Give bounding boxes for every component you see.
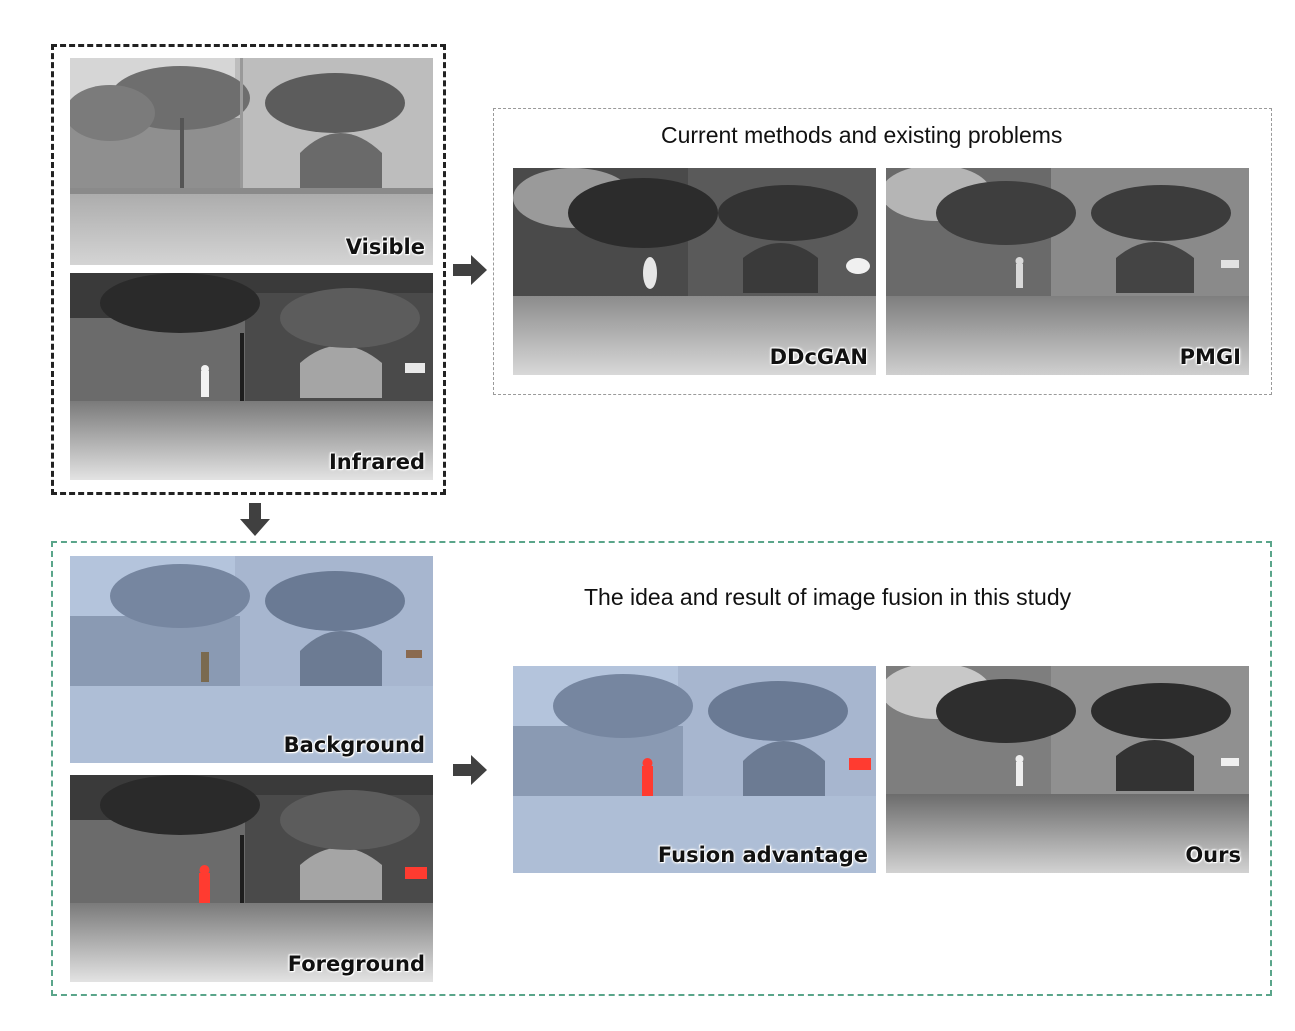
ours-label: Ours	[1185, 843, 1241, 867]
pmgi-label: PMGI	[1179, 345, 1241, 369]
input-images-group	[51, 44, 446, 495]
foreground-label: Foreground	[287, 952, 425, 976]
pmgi-scene	[886, 168, 1249, 375]
background-scene	[70, 556, 433, 763]
ddcgan-scene	[513, 168, 876, 375]
fusion-advantage-panel: Fusion advantage	[513, 666, 876, 873]
arrow-right-icon	[453, 255, 487, 285]
fusion-advantage-label: Fusion advantage	[657, 843, 868, 867]
ddcgan-label: DDcGAN	[769, 345, 868, 369]
visible-label: Visible	[345, 235, 425, 259]
infrared-scene	[70, 273, 433, 480]
background-image-panel: Background	[70, 556, 433, 763]
foreground-image-panel: Foreground	[70, 775, 433, 982]
ddcgan-result-panel: DDcGAN	[513, 168, 876, 375]
study-group	[51, 541, 1272, 996]
fusion-advantage-scene	[513, 666, 876, 873]
ours-scene	[886, 666, 1249, 873]
visible-scene	[70, 58, 433, 265]
ours-result-panel: Ours	[886, 666, 1249, 873]
visible-image-panel: Visible	[70, 58, 433, 265]
arrow-down-icon	[240, 503, 270, 536]
study-heading: The idea and result of image fusion in t…	[584, 584, 1072, 610]
pmgi-result-panel: PMGI	[886, 168, 1249, 375]
current-methods-group	[493, 108, 1272, 395]
foreground-scene	[70, 775, 433, 982]
arrow-right-icon	[453, 755, 487, 785]
background-label: Background	[283, 733, 425, 757]
current-methods-heading: Current methods and existing problems	[661, 122, 1063, 148]
infrared-image-panel: Infrared	[70, 273, 433, 480]
infrared-label: Infrared	[328, 450, 425, 474]
